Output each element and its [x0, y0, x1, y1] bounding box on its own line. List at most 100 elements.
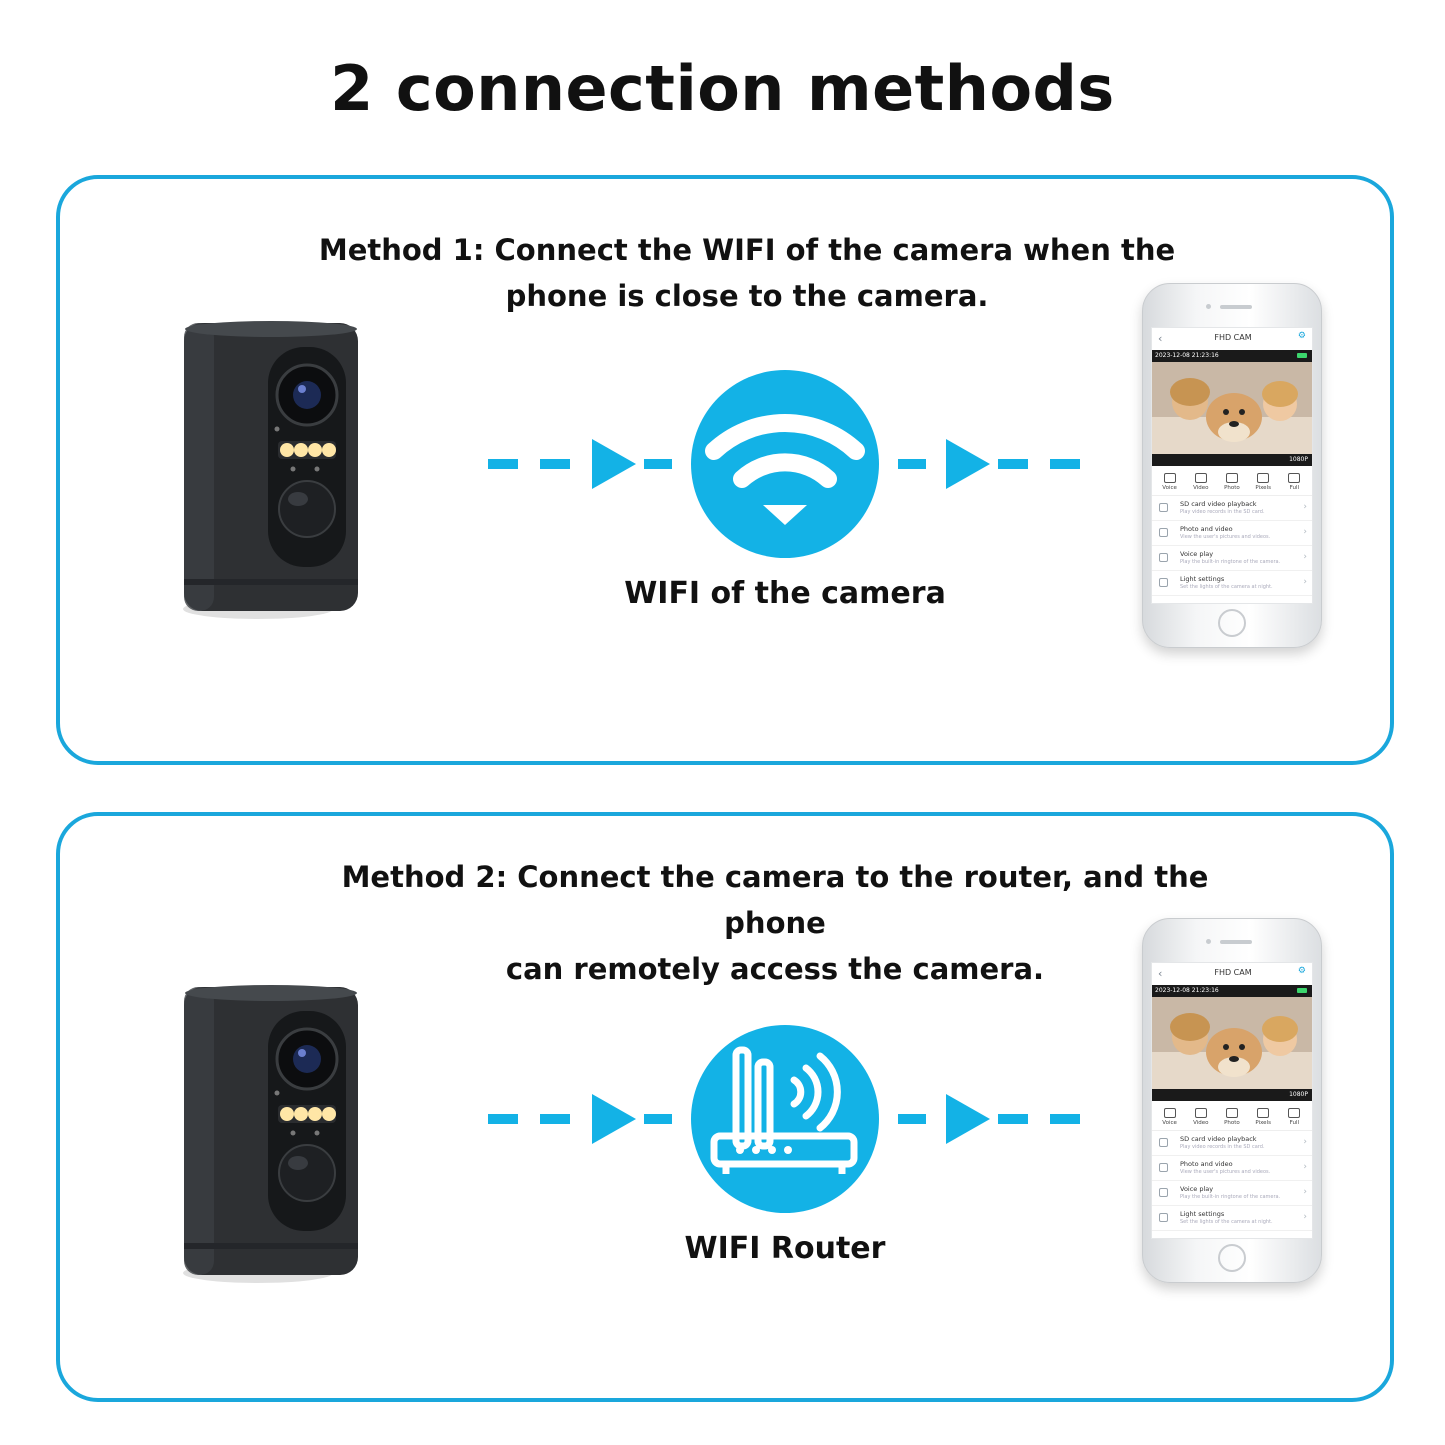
pixels-button[interactable]: Pixels — [1248, 1108, 1278, 1126]
battery-icon — [1297, 353, 1307, 358]
video-button[interactable]: Video — [1186, 473, 1216, 491]
method-2-label: WIFI Router — [684, 1231, 886, 1266]
video-button[interactable]: Video — [1186, 1108, 1216, 1126]
sd-card-icon — [1159, 1138, 1168, 1147]
ctrl-label: Video — [1193, 1120, 1209, 1126]
method-2-heading-line-2: can remotely access the camera. — [505, 952, 1045, 986]
menu-title: Photo and video — [1180, 1160, 1233, 1168]
method-1-heading-line-1: Method 1: Connect the WIFI of the camera… — [318, 233, 1176, 267]
dash-segment — [540, 459, 570, 469]
menu-title: Voice play — [1180, 1185, 1214, 1193]
dash-segment — [540, 1114, 570, 1124]
camera-icon — [1225, 473, 1238, 483]
video-frame — [1152, 997, 1312, 1089]
menu-sub: View the user's pictures and videos. — [1180, 534, 1271, 540]
menu-sub: Set the lights of the camera at night. — [1180, 1219, 1273, 1225]
fhd-icon — [1257, 473, 1270, 483]
ctrl-label: Pixels — [1255, 485, 1271, 491]
back-icon: ‹ — [1158, 967, 1163, 980]
voice-button[interactable]: Voice — [1155, 1108, 1185, 1126]
video-frame — [1152, 362, 1312, 454]
connection-flow-diagram — [488, 370, 1080, 558]
phone-icon — [1163, 1108, 1176, 1118]
fullscreen-icon — [1288, 1108, 1301, 1118]
settings-icon: ⚙ — [1297, 331, 1306, 341]
chevron-right-icon: › — [1303, 1212, 1307, 1222]
camera-image — [183, 321, 358, 619]
ctrl-label: Photo — [1224, 485, 1240, 491]
light-icon — [1159, 1213, 1168, 1222]
arrow-head — [592, 1094, 636, 1144]
chevron-right-icon: › — [1303, 502, 1307, 512]
sd-card-icon — [1159, 503, 1168, 512]
menu-sub: Play the built-in ringtone of the camera… — [1180, 559, 1281, 565]
menu-sub: Play video records in the SD card. — [1180, 509, 1265, 515]
dash-segment — [644, 459, 672, 469]
full-button[interactable]: Full — [1279, 473, 1309, 491]
resolution-badge: 1080P — [1289, 1091, 1308, 1098]
photo-button[interactable]: Photo — [1217, 1108, 1247, 1126]
app-screen: ‹ FHD CAM ⚙ 2023-12-08 21:23:16 — [1151, 327, 1313, 604]
arrow-head — [592, 439, 636, 489]
dash-segment — [488, 459, 518, 469]
video-preview: 2023-12-08 21:23:16 1080P — [1152, 350, 1312, 466]
home-button — [1218, 1244, 1246, 1272]
dash-segment — [1050, 459, 1080, 469]
dash-segment — [1050, 1114, 1080, 1124]
ctrl-label: Full — [1289, 485, 1300, 491]
router-circle — [691, 1025, 879, 1213]
pixels-button[interactable]: Pixels — [1248, 473, 1278, 491]
video-icon — [1194, 473, 1207, 483]
method-1-label: WIFI of the camera — [624, 576, 946, 611]
chevron-right-icon: › — [1303, 1137, 1307, 1147]
photo-button[interactable]: Photo — [1217, 473, 1247, 491]
method-1-panel: Method 1: Connect the WIFI of the camera… — [56, 175, 1394, 765]
folder-icon — [1159, 528, 1168, 537]
voice-icon — [1159, 553, 1168, 562]
phone-image: ‹ FHD CAM ⚙ 2023-12-08 21:23:16 — [1142, 283, 1322, 648]
dash-segment — [898, 1114, 926, 1124]
method-2-heading-line-1: Method 2: Connect the camera to the rout… — [341, 860, 1209, 940]
menu-sub: View the user's pictures and videos. — [1180, 1169, 1271, 1175]
home-button — [1218, 609, 1246, 637]
back-icon: ‹ — [1158, 332, 1163, 345]
chevron-right-icon: › — [1303, 527, 1307, 537]
voice-button[interactable]: Voice — [1155, 473, 1185, 491]
connection-flow-diagram — [488, 1025, 1080, 1213]
dash-segment — [998, 1114, 1028, 1124]
resolution-badge: 1080P — [1289, 456, 1308, 463]
fullscreen-icon — [1288, 473, 1301, 483]
phone-icon — [1163, 473, 1176, 483]
router-icon — [710, 1046, 858, 1174]
video-icon — [1194, 1108, 1207, 1118]
dash-segment — [644, 1114, 672, 1124]
arrow-head — [946, 1094, 990, 1144]
chevron-right-icon: › — [1303, 577, 1307, 587]
ctrl-label: Video — [1193, 485, 1209, 491]
menu-title: Photo and video — [1180, 525, 1233, 533]
dash-segment — [998, 459, 1028, 469]
menu-title: SD card video playback — [1180, 1135, 1257, 1143]
menu-title: SD card video playback — [1180, 500, 1257, 508]
menu-title: Light settings — [1180, 575, 1225, 583]
chevron-right-icon: › — [1303, 1187, 1307, 1197]
app-title: FHD CAM — [1214, 968, 1252, 977]
ctrl-label: Voice — [1162, 1120, 1177, 1126]
ctrl-label: Full — [1289, 1120, 1300, 1126]
video-timestamp: 2023-12-08 21:23:16 — [1155, 987, 1219, 994]
ctrl-label: Photo — [1224, 1120, 1240, 1126]
camera-image — [183, 985, 358, 1283]
phone-image: ‹ FHD CAM ⚙ 2023-12-08 21:23:16 — [1142, 918, 1322, 1283]
arrow-head — [946, 439, 990, 489]
full-button[interactable]: Full — [1279, 1108, 1309, 1126]
light-icon — [1159, 578, 1168, 587]
battery-icon — [1297, 988, 1307, 993]
